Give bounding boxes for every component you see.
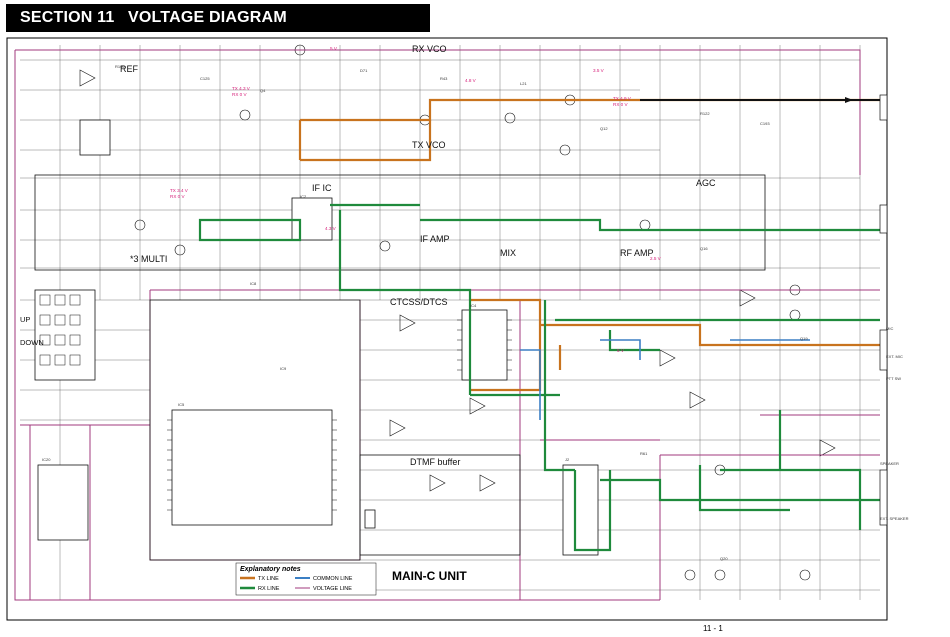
svg-text:D71: D71: [360, 68, 368, 73]
connector-label-ptt: PTT SW: [886, 376, 901, 381]
voltage-label: RX 0 V: [232, 92, 247, 97]
svg-text:L21: L21: [520, 81, 527, 86]
connector-label-speaker: SPEAKER: [880, 461, 899, 466]
svg-text:Q4: Q4: [260, 88, 266, 93]
svg-text:R106: R106: [115, 64, 125, 69]
voltage-label: 5 V: [617, 348, 625, 353]
common-line: [520, 339, 810, 420]
block-label-dtmf: DTMF buffer: [410, 457, 460, 467]
section-header: SECTION 11 VOLTAGE DIAGRAM: [6, 4, 430, 32]
block-label-tx-vco: TX VCO: [412, 140, 446, 150]
block-label-agc: AGC: [696, 178, 716, 188]
voltage-label: 5 V: [330, 46, 338, 51]
voltage-labels: TX 4.3 V RX 0 V 5 V 4.8 V 3.5 V TX 4.9 V…: [170, 46, 662, 353]
svg-text:Q20: Q20: [720, 556, 728, 561]
legend-title: Explanatory notes: [240, 566, 301, 573]
ic-pins: [167, 319, 512, 511]
voltage-label: TX 4.9 V: [613, 96, 632, 101]
voltage-lines: [14, 49, 880, 601]
unit-label: MAIN-C UNIT: [392, 569, 467, 583]
svg-text:R122: R122: [700, 111, 710, 116]
svg-text:IC4: IC4: [470, 303, 477, 308]
voltage-label: 4.3 V: [325, 226, 337, 231]
keypad-matrix: [39, 294, 81, 366]
diagram-frame: [6, 37, 888, 621]
voltage-label: RX 0 V: [613, 102, 628, 107]
legend-common-label: COMMON LINE: [313, 576, 353, 582]
block-label-ctcss: CTCSS/DTCS: [390, 297, 448, 307]
block-outlines: [34, 174, 766, 561]
component-symbols: [79, 44, 836, 581]
connector-label-mic: MIC: [886, 326, 893, 331]
connector-label-ext-speaker: EXT. SPEAKER: [880, 516, 909, 521]
section-number: SECTION 11: [20, 9, 115, 26]
svg-text:Q19: Q19: [800, 336, 808, 341]
connector-label-ext-mic: EXT. MIC: [886, 354, 903, 359]
svg-text:J2: J2: [565, 457, 570, 462]
svg-text:IC20: IC20: [42, 457, 51, 462]
block-label-rx-vco: RX VCO: [412, 44, 447, 54]
connector-jacks: [879, 94, 888, 526]
svg-text:R61: R61: [640, 451, 648, 456]
key-label-up: UP: [20, 315, 30, 324]
supply-arrow: [845, 97, 853, 103]
svg-text:IC5: IC5: [178, 402, 185, 407]
svg-text:IC2: IC2: [300, 194, 307, 199]
legend: Explanatory notes TX LINE RX LINE COMMON…: [235, 562, 377, 596]
voltage-label: 4.8 V: [465, 78, 477, 83]
legend-voltage-label: VOLTAGE LINE: [313, 586, 352, 592]
svg-text:IC9: IC9: [280, 366, 287, 371]
legend-rx-label: RX LINE: [258, 586, 280, 592]
voltage-label: TX 4.3 V: [232, 86, 251, 91]
block-label-if-ic: IF IC: [312, 183, 332, 193]
key-label-down: DOWN: [20, 338, 44, 347]
block-label-ref: REF: [120, 64, 139, 74]
voltage-label: RX 0 V: [170, 194, 185, 199]
rx-line: [198, 203, 880, 552]
svg-text:C125: C125: [200, 76, 210, 81]
section-title: VOLTAGE DIAGRAM: [128, 9, 287, 26]
block-label-multi: *3 MULTI: [130, 254, 167, 264]
svg-text:C193: C193: [760, 121, 770, 126]
svg-text:Q16: Q16: [700, 246, 708, 251]
svg-text:Q12: Q12: [600, 126, 608, 131]
block-label-mix: MIX: [500, 248, 516, 258]
svg-text:R43: R43: [440, 76, 448, 81]
svg-text:IC8: IC8: [250, 281, 257, 286]
block-label-if-amp: IF AMP: [420, 234, 450, 244]
voltage-label: 2.5 V: [650, 256, 662, 261]
voltage-label: 3.5 V: [593, 68, 605, 73]
page-number: 11 - 1: [703, 624, 723, 633]
voltage-label: TX 3.4 V: [170, 188, 189, 193]
legend-tx-label: TX LINE: [258, 576, 279, 582]
block-label-rf-amp: RF AMP: [620, 248, 654, 258]
wiring-background: [20, 45, 880, 600]
tx-line: [298, 98, 880, 392]
